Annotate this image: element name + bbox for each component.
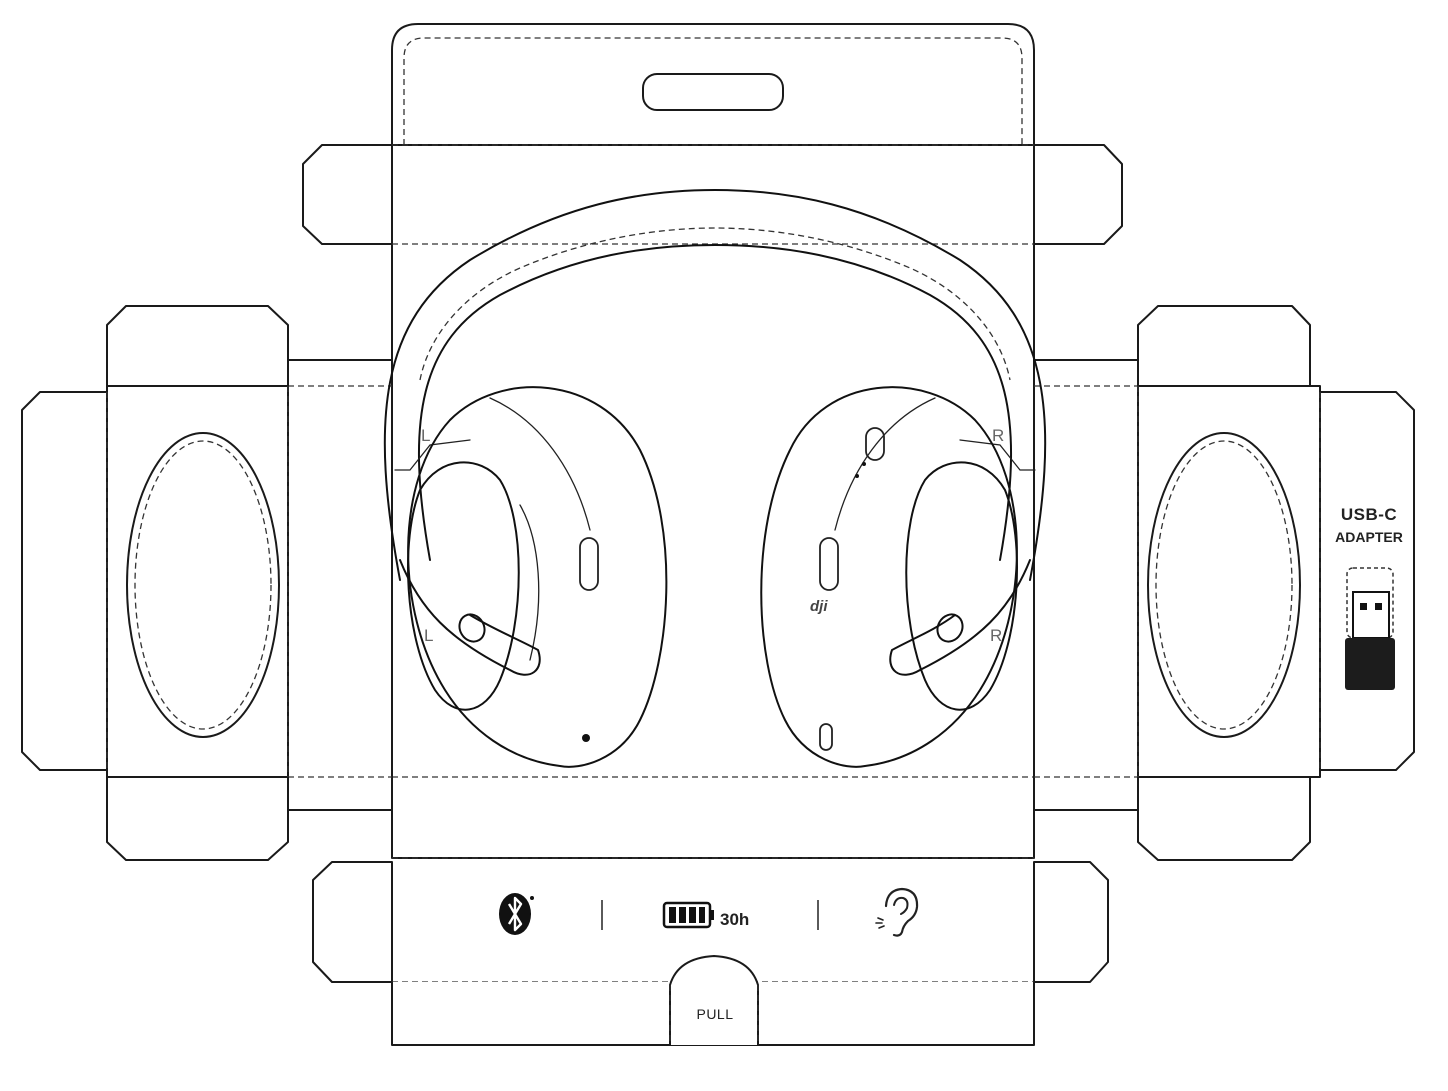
headphones-illustration bbox=[383, 189, 1047, 768]
right-earcup-cushion bbox=[905, 461, 1018, 711]
left-window bbox=[126, 432, 280, 738]
right-lower-flap bbox=[1137, 776, 1311, 861]
left-side-strip bbox=[287, 359, 393, 811]
headband-inner bbox=[417, 244, 1013, 561]
left-top-label: L bbox=[421, 426, 431, 445]
front-panel bbox=[391, 144, 1035, 859]
pull-tab-label[interactable]: PULL bbox=[696, 1006, 734, 1022]
bottom-left-flap bbox=[312, 861, 393, 983]
right-side-strip bbox=[1033, 359, 1139, 811]
bottom-right-flap bbox=[1033, 861, 1109, 983]
left-yoke-arm bbox=[399, 559, 541, 676]
ear-hearing-icon bbox=[875, 887, 919, 937]
left-lower-flap bbox=[106, 776, 289, 861]
top-hang-fold-line bbox=[403, 37, 1023, 145]
pull-tab[interactable] bbox=[669, 955, 759, 1045]
usb-c-adapter-icon bbox=[1345, 567, 1395, 690]
right-end-flap bbox=[1319, 391, 1415, 771]
left-earcup-cushion bbox=[407, 461, 520, 711]
top-right-flap bbox=[1033, 144, 1123, 245]
right-yoke-arm bbox=[889, 559, 1031, 676]
right-earcup-shell bbox=[760, 386, 1018, 768]
left-end-flap bbox=[21, 391, 108, 771]
right-window bbox=[1147, 432, 1301, 738]
bluetooth-icon bbox=[499, 893, 534, 935]
left-upper-flap bbox=[106, 305, 289, 387]
brand-logo-text: dji bbox=[810, 598, 828, 615]
usb-adapter-subtitle: ADAPTER bbox=[1335, 529, 1403, 545]
left-bottom-label: L bbox=[424, 626, 434, 645]
right-upper-flap bbox=[1137, 305, 1311, 387]
headband-outer bbox=[383, 189, 1047, 581]
right-top-label: R bbox=[992, 426, 1005, 445]
left-earcup-shell bbox=[407, 386, 668, 768]
battery-hours-label: 30h bbox=[720, 910, 750, 929]
top-left-flap bbox=[302, 144, 393, 245]
hang-hole bbox=[642, 73, 784, 111]
right-bottom-label: R bbox=[990, 626, 1003, 645]
battery-icon bbox=[662, 901, 714, 929]
usb-adapter-title: USB-C bbox=[1340, 505, 1398, 524]
